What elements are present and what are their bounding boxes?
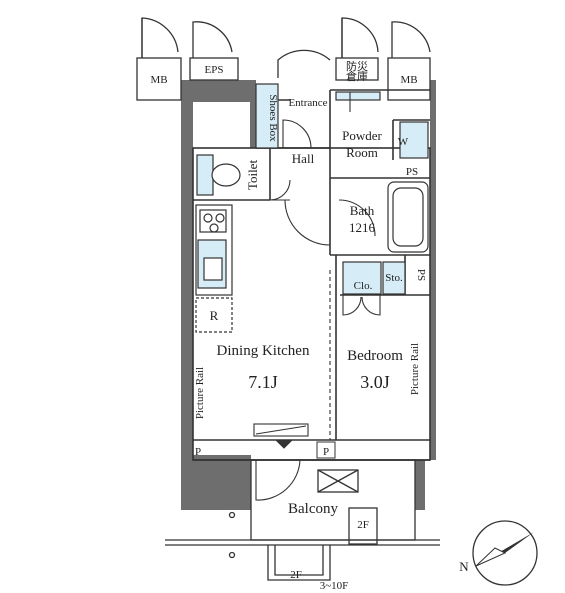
toilet-label: Toilet xyxy=(245,160,260,191)
floors-range-label: 3~10F xyxy=(320,580,349,592)
tag-2f-label: 2F xyxy=(357,519,369,531)
entrance-label: Entrance xyxy=(288,97,327,109)
structural-walls xyxy=(181,80,436,510)
balcony-label: Balcony xyxy=(288,501,338,517)
door-swings xyxy=(255,92,381,501)
bousai-label-1: 防災 xyxy=(346,59,368,73)
w-label: W xyxy=(398,136,409,148)
top-shafts xyxy=(136,17,431,101)
compass-n-label: N xyxy=(459,559,469,574)
sto-label: Sto. xyxy=(385,272,403,284)
picture-rail-left-label: Picture Rail xyxy=(194,367,206,419)
dining-kitchen-label: Dining Kitchen xyxy=(217,343,310,359)
p-mid-box xyxy=(316,441,336,459)
hall-label: Hall xyxy=(292,151,315,166)
dk-area-label: 7.1J xyxy=(248,372,278,392)
picture-rail-right-label: Picture Rail xyxy=(409,343,421,395)
ps-side-label: PS xyxy=(415,269,427,281)
powder-label-1: Powder xyxy=(342,128,382,143)
balcony-outline xyxy=(165,459,440,581)
sliding-partition xyxy=(253,270,331,449)
shoes-box-label: Shoes Box xyxy=(267,94,279,142)
eps-label: EPS xyxy=(205,64,224,76)
ps-top-label: PS xyxy=(406,166,418,178)
bedroom-label: Bedroom xyxy=(347,348,403,364)
bedroom-area-label: 3.0J xyxy=(360,372,390,392)
compass: N xyxy=(459,520,538,586)
powder-label-2: Room xyxy=(346,145,378,160)
mb-right-label: MB xyxy=(400,74,417,86)
bousai-label-2: 倉庫 xyxy=(346,69,368,83)
p-mid-label: P xyxy=(323,446,329,458)
fixtures xyxy=(195,83,429,333)
bath-label: Bath xyxy=(350,203,375,218)
mb-left-label: MB xyxy=(150,74,167,86)
r-label: R xyxy=(210,308,219,323)
clo-label: Clo. xyxy=(354,280,373,292)
bath-size-label: 1216 xyxy=(349,220,376,235)
p-left-label: P xyxy=(195,446,201,458)
floors-2f-label: 2F xyxy=(290,569,302,581)
